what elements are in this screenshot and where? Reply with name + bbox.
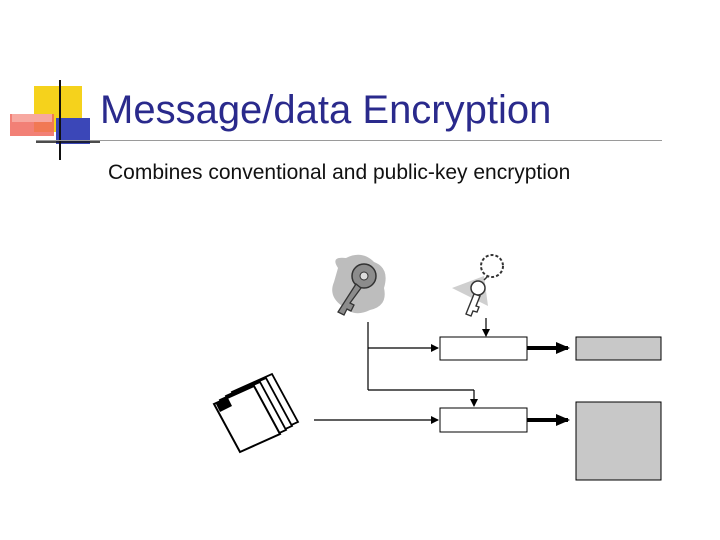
accent-pink-strip [12,114,52,122]
key-encryptor-box [439,336,528,361]
encrypted-key-output [575,336,662,361]
document-stack-icon [212,372,300,454]
encrypted-message-output [575,401,662,481]
public-key-icon [452,254,504,317]
slide-title: Message/data Encryption [100,88,552,132]
title-rule [36,140,662,141]
session-key-icon [332,254,386,316]
message-encryptor-box [439,407,528,433]
slide-subtitle: Combines conventional and public-key enc… [108,161,571,184]
accent-blue-square [56,118,90,144]
